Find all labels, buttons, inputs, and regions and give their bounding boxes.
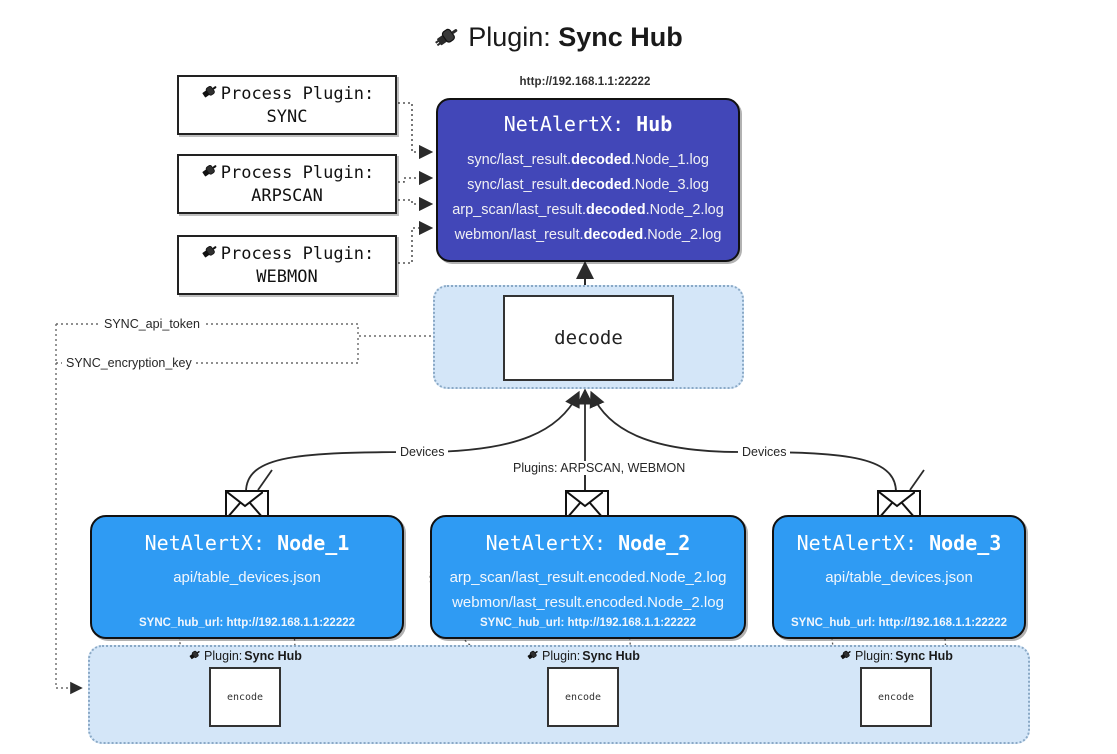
node-line-list: api/table_devices.json	[774, 565, 1024, 590]
hub-title-prefix: NetAlertX:	[503, 112, 637, 136]
edge-label-encryption-key: SYNC_encryption_key	[62, 356, 196, 370]
node-box-node-3[interactable]: NetAlertX: Node_3 api/table_devices.json…	[772, 515, 1026, 639]
node-line: arp_scan/last_result.encoded.Node_2.log	[449, 569, 727, 586]
plug-icon	[434, 19, 462, 61]
encode-box[interactable]: encode	[547, 667, 619, 727]
node-line: api/table_devices.json	[825, 569, 973, 586]
encode-box[interactable]: encode	[860, 667, 932, 727]
hub-log-line: arp_scan/last_result.decoded.Node_2.log	[452, 202, 724, 218]
hub-log-list: sync/last_result.decoded.Node_1.log sync…	[438, 148, 738, 248]
node-footer: SYNC_hub_url: http://192.168.1.1:22222	[138, 617, 356, 629]
node-box-node-1[interactable]: NetAlertX: Node_1 api/table_devices.json…	[90, 515, 404, 639]
hub-title: NetAlertX: Hub	[438, 112, 738, 136]
node-title: NetAlertX: Node_2	[485, 531, 691, 555]
process-plugin-name: SYNC	[266, 107, 308, 127]
hub-log-line: webmon/last_result.decoded.Node_2.log	[454, 227, 722, 243]
encoder-plugin-label: Plugin: Sync Hub	[188, 648, 302, 664]
plug-icon	[188, 648, 202, 664]
encoder-plugin-label: Plugin: Sync Hub	[839, 648, 953, 664]
plug-icon	[200, 242, 220, 266]
hub-url-label: http://192.168.1.1:22222	[519, 76, 651, 88]
process-plugin-name: WEBMON	[256, 267, 318, 287]
page-title: Plugin: Sync Hub	[0, 16, 1117, 61]
plug-icon	[526, 648, 540, 664]
process-plugin-box-arpscan[interactable]: Process Plugin: ARPSCAN	[177, 154, 397, 214]
node-line: webmon/last_result.encoded.Node_2.log	[452, 594, 724, 611]
plug-icon	[839, 648, 853, 664]
node-line: api/table_devices.json	[173, 569, 321, 586]
plug-icon	[200, 82, 220, 106]
node-line-list: arp_scan/last_result.encoded.Node_2.log …	[432, 565, 744, 615]
process-plugin-name: ARPSCAN	[251, 186, 323, 206]
title-prefix: Plugin:	[468, 22, 559, 52]
encoder-plugin-label: Plugin: Sync Hub	[526, 648, 640, 664]
node-box-node-2[interactable]: NetAlertX: Node_2 arp_scan/last_result.e…	[430, 515, 746, 639]
node-title: NetAlertX: Node_3	[796, 531, 1002, 555]
edge-label-devices-right: Devices	[738, 445, 791, 459]
plug-icon	[200, 161, 220, 185]
decode-box[interactable]: decode	[503, 295, 674, 381]
process-plugin-label: Process Plugin:	[220, 162, 375, 183]
encode-box[interactable]: encode	[209, 667, 281, 727]
edge-label-plugins: Plugins: ARPSCAN, WEBMON	[509, 461, 690, 475]
process-plugin-box-webmon[interactable]: Process Plugin: WEBMON	[177, 235, 397, 295]
node-footer: SYNC_hub_url: http://192.168.1.1:22222	[479, 617, 697, 629]
process-plugin-label: Process Plugin:	[220, 243, 375, 264]
node-title: NetAlertX: Node_1	[144, 531, 350, 555]
process-plugin-box-sync[interactable]: Process Plugin: SYNC	[177, 75, 397, 135]
hub-log-line: sync/last_result.decoded.Node_3.log	[467, 177, 709, 193]
hub-title-name: Hub	[636, 112, 673, 136]
node-line-list: api/table_devices.json	[92, 565, 402, 590]
edge-label-devices-left: Devices	[396, 445, 449, 459]
title-name: Sync Hub	[558, 22, 683, 52]
node-footer: SYNC_hub_url: http://192.168.1.1:22222	[790, 617, 1008, 629]
edge-label-api-token: SYNC_api_token	[100, 317, 204, 331]
hub-node-box[interactable]: NetAlertX: Hub sync/last_result.decoded.…	[436, 98, 740, 262]
hub-log-line: sync/last_result.decoded.Node_1.log	[467, 152, 709, 168]
process-plugin-label: Process Plugin:	[220, 83, 375, 104]
